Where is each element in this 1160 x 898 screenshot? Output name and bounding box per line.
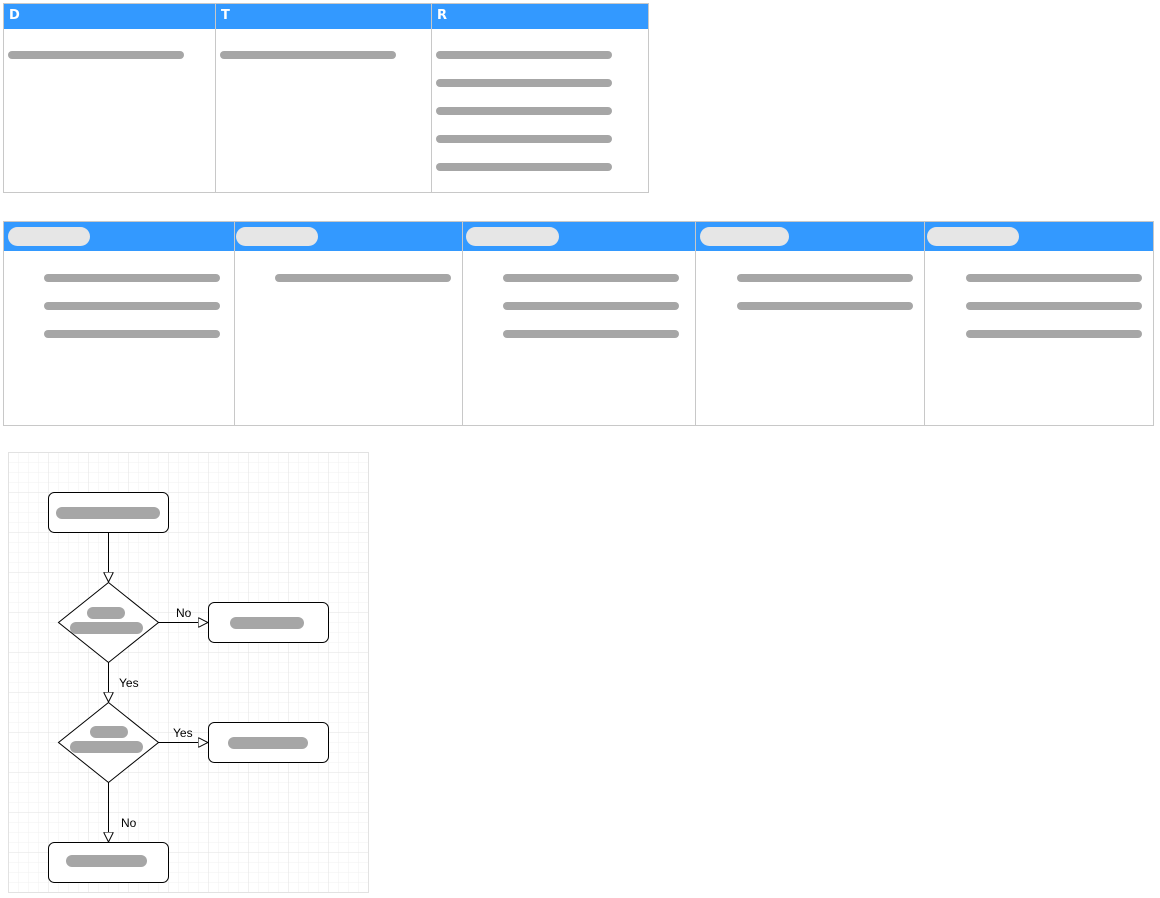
table-1-header: D T R [4, 4, 648, 29]
placeholder-text-line [436, 163, 612, 171]
column-header-t: T [221, 8, 230, 23]
placeholder-node-label [228, 737, 308, 749]
placeholder-text-line [737, 302, 913, 310]
flowchart-node-no-branch [208, 602, 329, 643]
column-divider [695, 222, 696, 425]
placeholder-node-label [70, 622, 143, 634]
placeholder-node-label [56, 507, 160, 519]
placeholder-text-line [436, 135, 612, 143]
placeholder-text-line [503, 302, 679, 310]
placeholder-text-line [503, 330, 679, 338]
placeholder-node-label [90, 726, 128, 738]
column-divider [924, 222, 925, 425]
placeholder-node-label [230, 617, 304, 629]
placeholder-node-label [66, 855, 147, 867]
placeholder-column-header [700, 227, 789, 246]
placeholder-column-header [8, 227, 90, 246]
placeholder-text-line [436, 79, 612, 87]
placeholder-column-header [927, 227, 1019, 246]
column-divider [234, 222, 235, 425]
edge-label-yes: Yes [119, 676, 139, 690]
column-header-d: D [9, 8, 20, 23]
placeholder-text-line [44, 330, 220, 338]
flowchart-node-end [48, 842, 169, 883]
column-divider [215, 4, 216, 192]
flowchart-decision-1 [57, 581, 160, 664]
placeholder-text-line [220, 51, 396, 59]
edge-label-no: No [121, 816, 137, 830]
placeholder-node-label [70, 741, 143, 753]
placeholder-text-line [44, 302, 220, 310]
placeholder-text-line [8, 51, 184, 59]
edge-label-no: No [176, 606, 192, 620]
placeholder-column-header [236, 227, 318, 246]
placeholder-text-line [275, 274, 451, 282]
placeholder-column-header [466, 227, 559, 246]
placeholder-text-line [966, 302, 1142, 310]
placeholder-text-line [44, 274, 220, 282]
flowchart-node-start [48, 492, 169, 533]
flowchart-canvas: No Yes Yes No [8, 452, 369, 893]
placeholder-text-line [737, 274, 913, 282]
placeholder-text-line [966, 274, 1142, 282]
column-divider [431, 4, 432, 192]
placeholder-node-label [87, 607, 125, 619]
table-2-header [4, 222, 1153, 251]
flowchart-edges [109, 532, 208, 842]
flowchart-node-yes-branch [208, 722, 329, 763]
flowchart-decision-2 [57, 701, 160, 784]
column-divider [462, 222, 463, 425]
table-d-t-r: D T R [3, 3, 649, 193]
edge-label-yes: Yes [173, 726, 193, 740]
placeholder-text-line [436, 51, 612, 59]
placeholder-text-line [966, 330, 1142, 338]
placeholder-text-line [436, 107, 612, 115]
placeholder-text-line [503, 274, 679, 282]
column-header-r: R [437, 8, 448, 23]
table-five-columns [3, 221, 1154, 426]
